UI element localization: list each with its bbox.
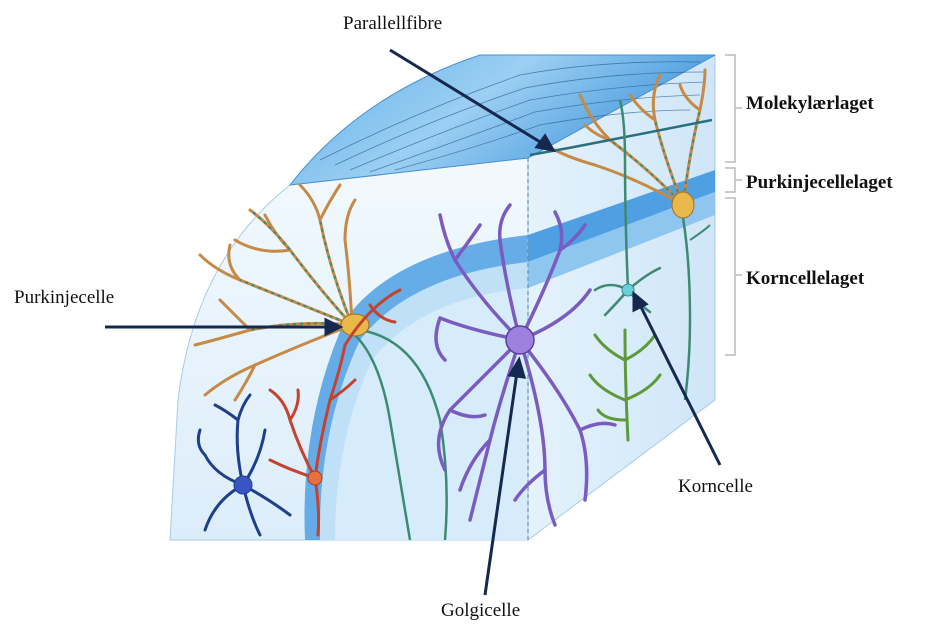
label-korncelle: Korncelle xyxy=(678,477,753,496)
golgi-soma xyxy=(506,326,534,354)
label-purkinjecelle: Purkinjecelle xyxy=(14,288,114,307)
label-layer-molekylaer: Molekylærlaget xyxy=(746,94,874,113)
label-parallellfibre: Parallellfibre xyxy=(343,14,442,33)
granule-soma xyxy=(622,284,634,296)
label-layer-korncelle: Korncellelaget xyxy=(746,269,864,288)
layer-brackets xyxy=(725,55,742,355)
stellate-soma-red xyxy=(308,471,322,485)
basket-soma-blue xyxy=(234,476,252,494)
purkinje-soma-right xyxy=(672,192,694,218)
label-layer-purkinje: Purkinjecellelaget xyxy=(746,173,893,192)
label-golgicelle: Golgicelle xyxy=(441,601,520,620)
